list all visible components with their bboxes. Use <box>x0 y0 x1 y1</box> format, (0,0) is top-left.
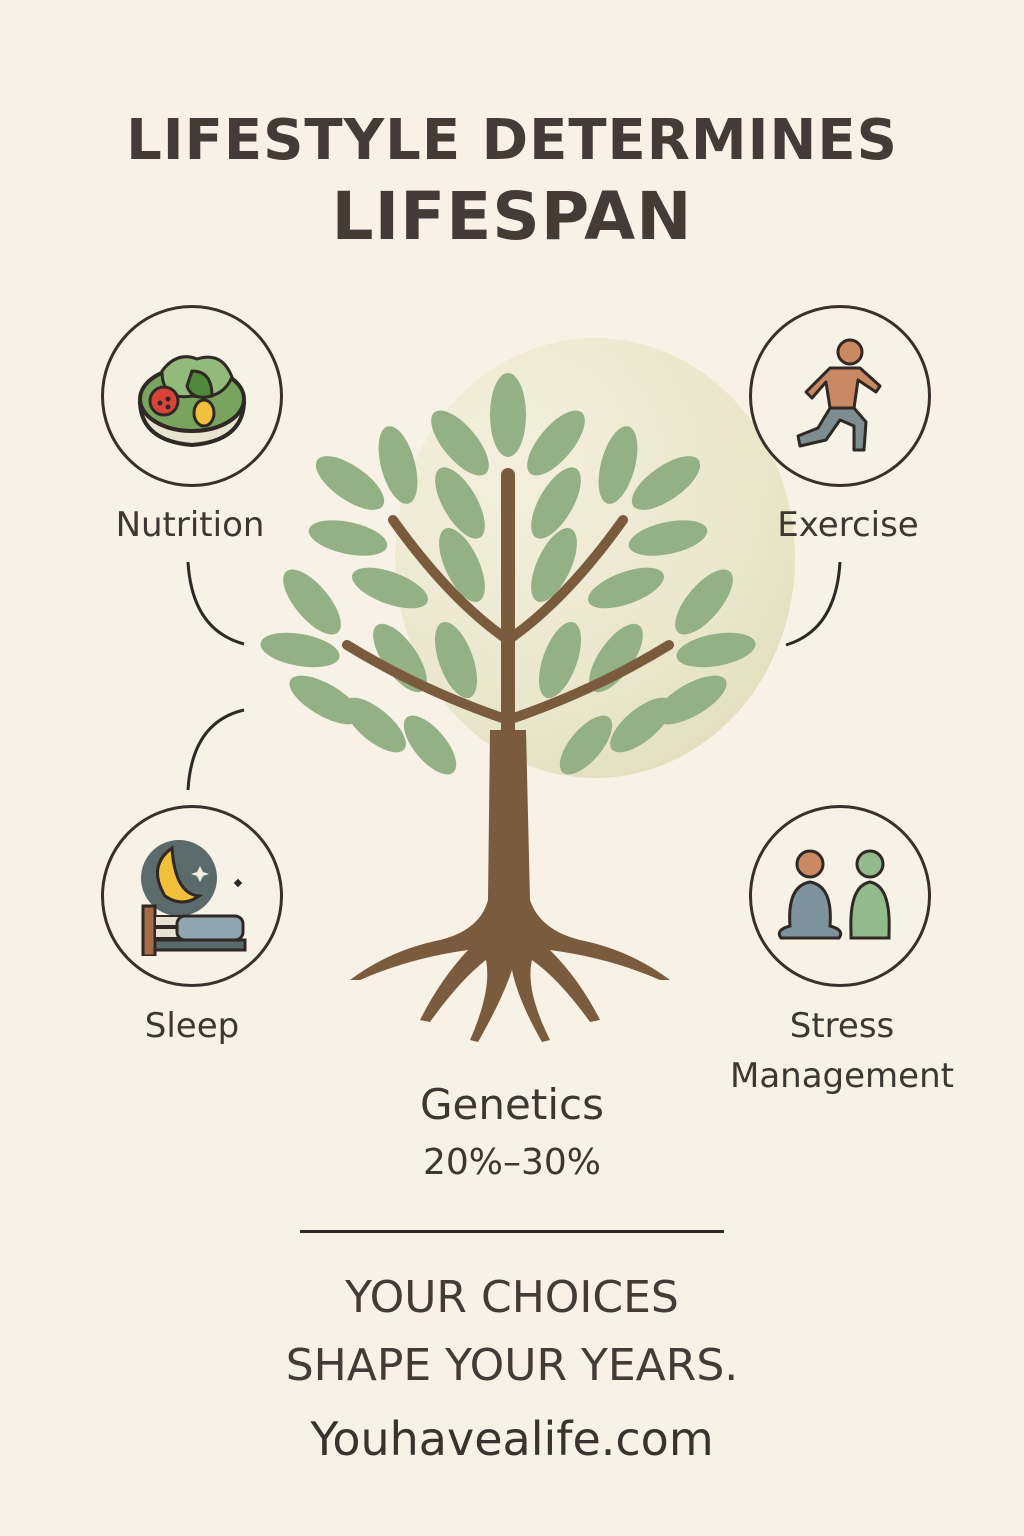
sleep-label: Sleep <box>144 1006 240 1046</box>
nutrition-label: Nutrition <box>115 505 265 545</box>
running-person-icon <box>796 338 882 452</box>
title-line-1: LIFESTYLE DETERMINES <box>126 108 898 173</box>
sleep-icon-circle <box>101 805 283 987</box>
tagline-line-2: SHAPE YOUR YEARS. <box>285 1340 739 1391</box>
exercise-label: Exercise <box>777 505 919 545</box>
divider <box>300 1230 724 1233</box>
stress-management-icon-circle <box>749 805 931 987</box>
tagline-line-1: YOUR CHOICES <box>345 1272 679 1323</box>
bed-moon-icon <box>141 840 247 956</box>
genetics-label: Genetics <box>420 1080 604 1129</box>
meditation-icon <box>777 849 891 940</box>
stress-label-line-1: Stress <box>789 1006 895 1046</box>
genetics-value: 20%–30% <box>422 1142 602 1183</box>
website-link[interactable]: Youhavealife.com <box>310 1412 714 1466</box>
nutrition-icon-circle <box>101 305 283 487</box>
stress-label-line-2: Management <box>730 1056 954 1096</box>
title-line-2: LIFESPAN <box>331 178 693 255</box>
exercise-icon-circle <box>749 305 931 487</box>
tree-with-roots-icon <box>260 373 756 1042</box>
salad-bowl-icon <box>137 355 247 448</box>
